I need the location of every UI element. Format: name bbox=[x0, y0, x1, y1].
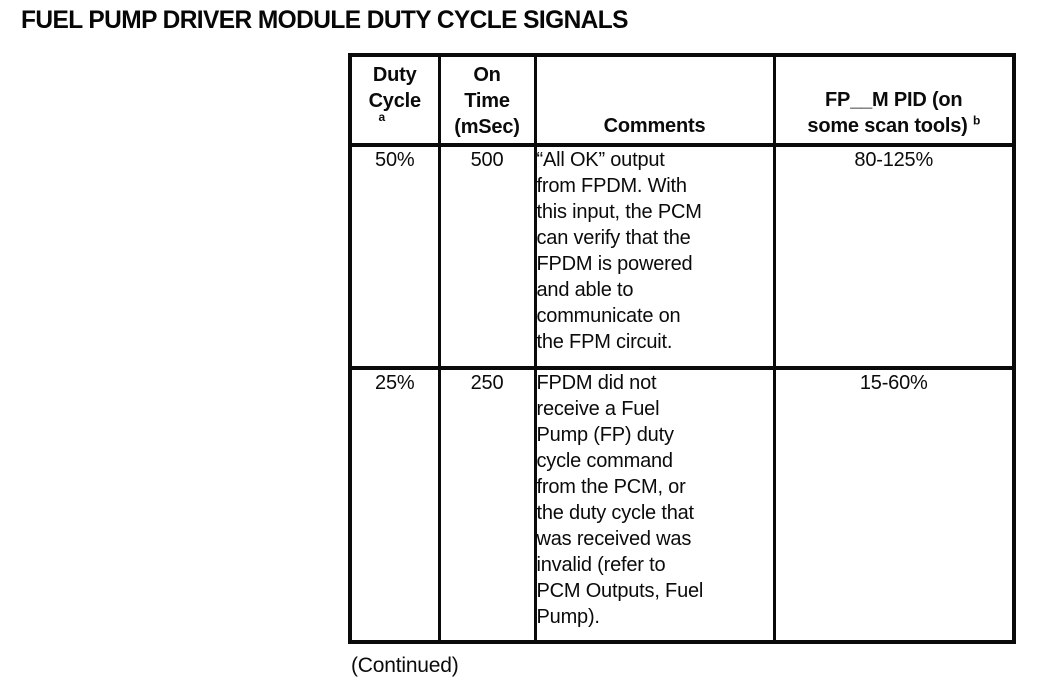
cell-duty-cycle: 50% bbox=[348, 143, 441, 370]
header-row: Duty Cycle a On Time (mSec) Comments bbox=[348, 53, 1016, 147]
header-line: Duty bbox=[372, 64, 417, 86]
header-line: FP__M PID (on bbox=[825, 89, 963, 111]
footnote-marker-b: b bbox=[972, 113, 981, 128]
header-line: Cycle bbox=[368, 90, 422, 112]
continued-note: (Continued) bbox=[351, 654, 459, 677]
header-line: (mSec) bbox=[454, 116, 520, 138]
cell-on-time: 500 bbox=[437, 143, 537, 370]
footnote-marker-a: a bbox=[378, 110, 386, 124]
cell-comments: “All OK” output from FPDM. With this inp… bbox=[533, 143, 776, 370]
table-row-25pct: 25% 250 FPDM did not receive a Fuel Pump… bbox=[348, 366, 1016, 644]
cell-fp-m-pid: 80-125% bbox=[772, 143, 1016, 370]
col-header-on-time: On Time (mSec) bbox=[437, 53, 537, 147]
cell-duty-cycle: 25% bbox=[348, 366, 441, 644]
header-line: Time bbox=[464, 90, 510, 112]
col-header-duty-cycle: Duty Cycle a bbox=[348, 53, 441, 147]
header-line: On bbox=[473, 64, 501, 86]
header-line: Comments bbox=[603, 115, 706, 137]
col-header-fp-m-pid: FP__M PID (on some scan tools) b bbox=[772, 53, 1016, 147]
duty-cycle-signals-table: Duty Cycle a On Time (mSec) Comments bbox=[348, 53, 1016, 644]
cell-comments: FPDM did not receive a Fuel Pump (FP) du… bbox=[533, 366, 776, 644]
cell-fp-m-pid: 15-60% bbox=[772, 366, 1016, 644]
cell-on-time: 250 bbox=[437, 366, 537, 644]
col-header-comments: Comments bbox=[533, 53, 776, 147]
comments-text: “All OK” output from FPDM. With this inp… bbox=[536, 149, 702, 353]
table-row-50pct: 50% 500 “All OK” output from FPDM. With … bbox=[348, 143, 1016, 370]
header-line: some scan tools) b bbox=[807, 113, 981, 137]
page-title: FUEL PUMP DRIVER MODULE DUTY CYCLE SIGNA… bbox=[21, 6, 629, 34]
comments-text: FPDM did not receive a Fuel Pump (FP) du… bbox=[536, 372, 704, 628]
